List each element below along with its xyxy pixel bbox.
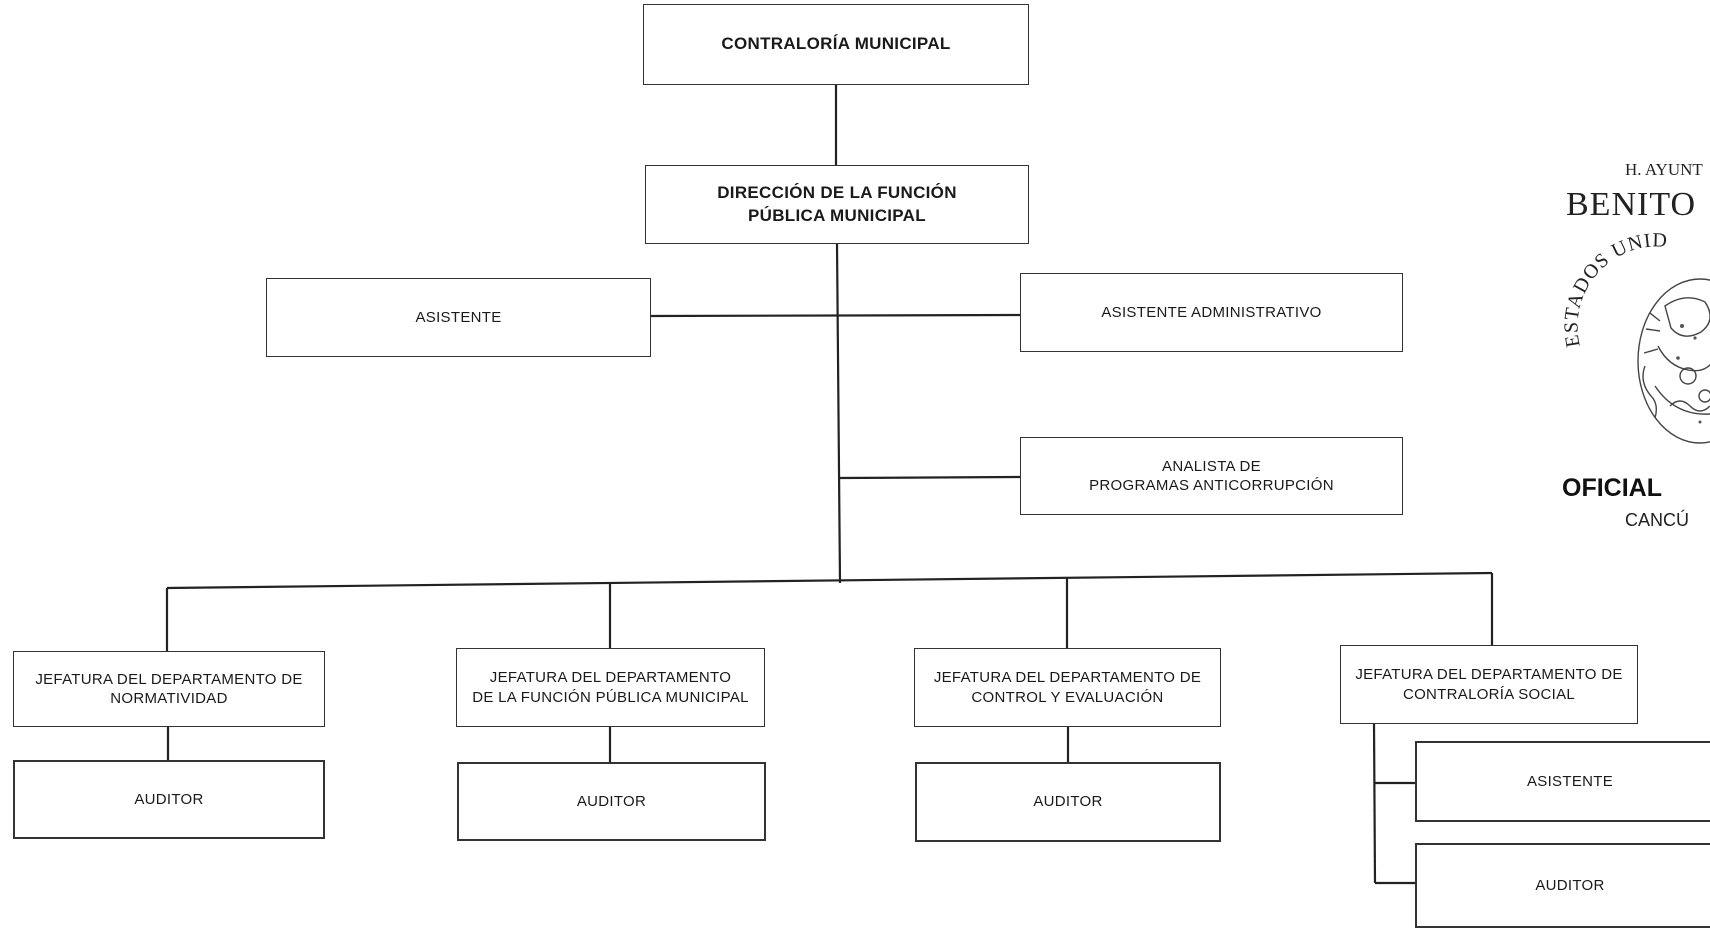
stamp-line-1: H. AYUNT [1625, 160, 1703, 179]
auditor-contraloria-social-label: AUDITOR [1535, 876, 1605, 894]
analista-anticorrupcion-box: ANALISTA DE PROGRAMAS ANTICORRUPCIÓN [1020, 437, 1403, 515]
dept-contraloria-social-label: JEFATURA DEL DEPARTAMENTO DE CONTRALORÍA… [1355, 666, 1623, 703]
dept-normatividad-box: JEFATURA DEL DEPARTAMENTO DE NORMATIVIDA… [13, 651, 325, 727]
auditor-normatividad-box: AUDITOR [13, 760, 325, 839]
auditor-funcion-publica-label: AUDITOR [576, 792, 647, 810]
stamp-arc-text: ESTADOS UNID [1561, 229, 1668, 349]
svg-text:ESTADOS UNID: ESTADOS UNID [1561, 229, 1669, 349]
dept-contraloria-social-box: JEFATURA DEL DEPARTAMENTO DE CONTRALORÍA… [1340, 645, 1638, 724]
stamp-line-2: BENITO [1566, 186, 1697, 223]
auditor-normatividad-label: AUDITOR [134, 790, 204, 808]
stamp-line-3: OFICIAL [1562, 474, 1662, 502]
direccion-funcion-publica-box: DIRECCIÓN DE LA FUNCIÓN PÚBLICA MUNICIPA… [645, 165, 1029, 244]
asistente-box: ASISTENTE [266, 278, 651, 357]
asistente-contraloria-social-label: ASISTENTE [1526, 772, 1614, 790]
asistente-administrativo-label: ASISTENTE ADMINISTRATIVO [1101, 303, 1322, 321]
dept-control-evaluacion-label: JEFATURA DEL DEPARTAMENTO DE CONTROL Y E… [933, 669, 1202, 706]
contraloria-municipal-box: CONTRALORÍA MUNICIPAL [643, 4, 1029, 85]
asistente-contraloria-social-box: ASISTENTE [1415, 741, 1710, 822]
official-seal-stamp: H. AYUNT BENITO ESTADOS UNID OFICIAL CAN… [1560, 150, 1710, 570]
contraloria-municipal-label: CONTRALORÍA MUNICIPAL [721, 34, 951, 54]
stamp-line-4: CANCÚ [1625, 510, 1690, 530]
auditor-contraloria-social-box: AUDITOR [1415, 843, 1710, 928]
asistente-label: ASISTENTE [415, 308, 502, 326]
asistente-administrativo-box: ASISTENTE ADMINISTRATIVO [1020, 273, 1403, 352]
dept-control-evaluacion-box: JEFATURA DEL DEPARTAMENTO DE CONTROL Y E… [914, 648, 1221, 727]
dept-funcion-publica-label: JEFATURA DEL DEPARTAMENTO DE LA FUNCIÓN … [472, 669, 749, 706]
auditor-control-evaluacion-label: AUDITOR [1033, 793, 1103, 811]
dept-funcion-publica-box: JEFATURA DEL DEPARTAMENTO DE LA FUNCIÓN … [456, 648, 765, 727]
coat-of-arms-icon: ESTADOS UNID [1561, 229, 1710, 444]
auditor-funcion-publica-box: AUDITOR [457, 762, 766, 841]
analista-anticorrupcion-label: ANALISTA DE PROGRAMAS ANTICORRUPCIÓN [1089, 457, 1334, 495]
auditor-control-evaluacion-box: AUDITOR [915, 762, 1221, 842]
dept-normatividad-label: JEFATURA DEL DEPARTAMENTO DE NORMATIVIDA… [35, 670, 303, 708]
direccion-funcion-publica-label: DIRECCIÓN DE LA FUNCIÓN PÚBLICA MUNICIPA… [717, 183, 957, 225]
